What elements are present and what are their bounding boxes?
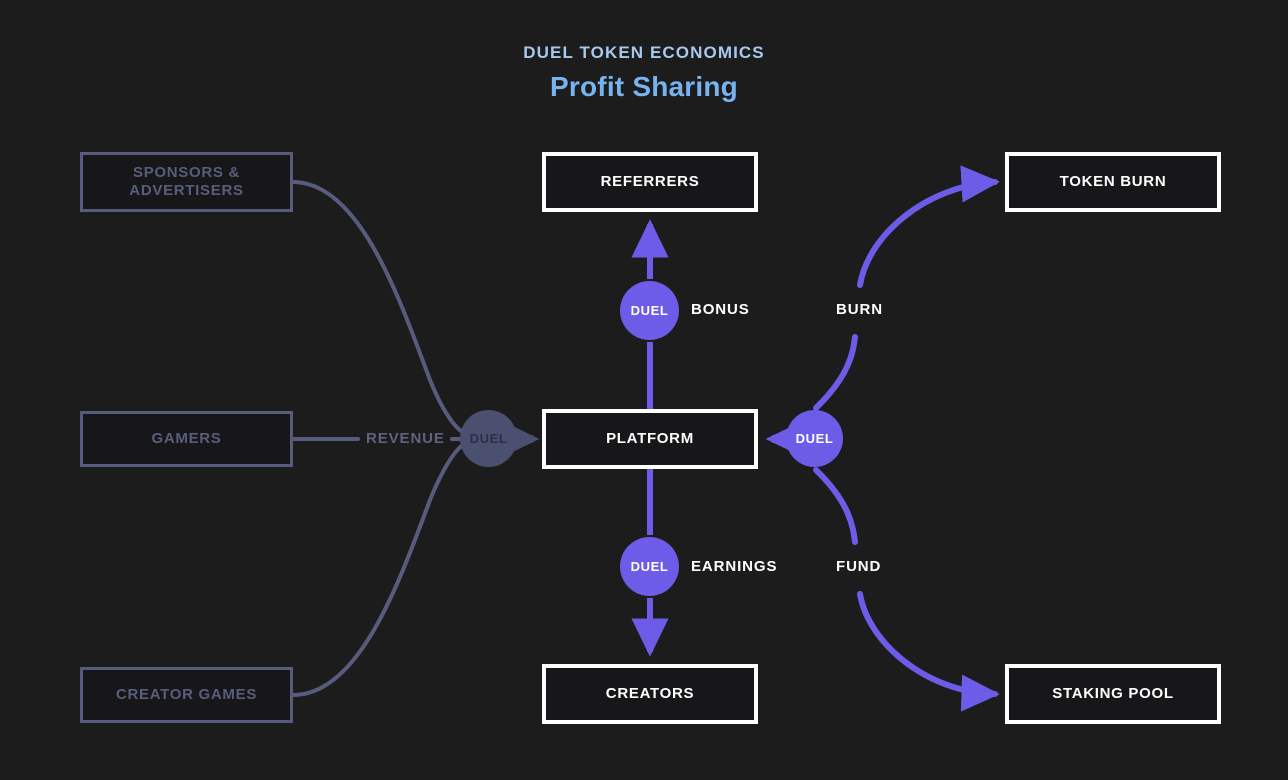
link-creatorgames-to-revenue	[291, 442, 466, 697]
node-label: TOKEN BURN	[1059, 173, 1167, 190]
page-title: Profit Sharing	[550, 71, 738, 103]
node-label: STAKING POOL	[1052, 685, 1174, 702]
node-label: PLATFORM	[606, 430, 694, 447]
node-label: GAMERS	[151, 430, 222, 447]
link-split-to-fundlabel	[813, 467, 858, 545]
flow-label-burn: BURN	[836, 301, 883, 318]
node-referrers[interactable]: REFERRERS	[542, 152, 758, 212]
token-label: DUEL	[630, 303, 669, 318]
flow-label-bonus: BONUS	[691, 301, 750, 318]
link-burnlabel-to-tokenburn	[857, 165, 1000, 288]
token-label: DUEL	[469, 431, 508, 446]
node-creators[interactable]: CREATORS	[542, 664, 758, 724]
node-label: REFERRERS	[600, 173, 700, 190]
link-sponsors-to-revenue	[291, 180, 466, 435]
node-platform[interactable]: PLATFORM	[542, 409, 758, 469]
duel-token-revenue[interactable]: DUEL	[460, 410, 517, 467]
duel-token-bonus[interactable]: DUEL	[620, 281, 679, 340]
link-fundlabel-to-stakingpool	[857, 591, 1000, 712]
duel-token-earnings[interactable]: DUEL	[620, 537, 679, 596]
page-eyebrow: DUEL TOKEN ECONOMICS	[523, 43, 765, 62]
token-label: DUEL	[630, 559, 669, 574]
node-token-burn[interactable]: TOKEN BURN	[1005, 152, 1221, 212]
link-split-to-burnlabel	[813, 334, 858, 411]
node-gamers[interactable]: GAMERS	[80, 411, 293, 467]
duel-token-split[interactable]: DUEL	[786, 410, 843, 467]
flow-label-revenue: REVENUE	[366, 430, 445, 447]
flow-label-earnings: EARNINGS	[691, 558, 778, 575]
node-label: SPONSORS & ADVERTISERS	[129, 164, 244, 199]
node-staking-pool[interactable]: STAKING POOL	[1005, 664, 1221, 724]
node-label: CREATORS	[605, 685, 695, 702]
title-block: DUEL TOKEN ECONOMICS Profit Sharing	[0, 42, 1288, 104]
flow-label-fund: FUND	[836, 558, 882, 575]
node-label: CREATOR GAMES	[115, 686, 258, 703]
node-sponsors-advertisers[interactable]: SPONSORS & ADVERTISERS	[80, 152, 293, 212]
node-creator-games[interactable]: CREATOR GAMES	[80, 667, 293, 723]
token-label: DUEL	[795, 431, 834, 446]
